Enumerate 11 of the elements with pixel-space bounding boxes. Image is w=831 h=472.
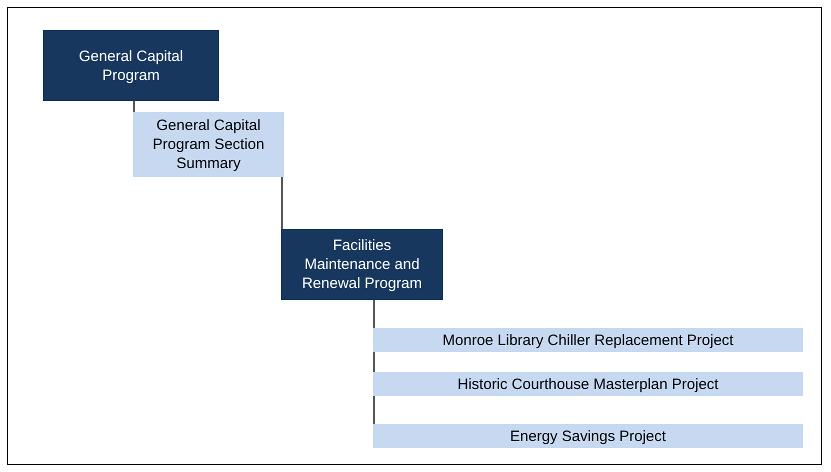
program-box: Facilities Maintenance and Renewal Program (281, 229, 443, 300)
project-box: Energy Savings Project (373, 424, 803, 448)
project-box: General Capital Program Section Summary (133, 112, 284, 177)
program-box: General Capital Program (43, 30, 219, 101)
project-box: Monroe Library Chiller Replacement Project (373, 328, 803, 352)
connector-line (373, 300, 375, 328)
connector-line (133, 101, 135, 112)
connector-line (373, 396, 375, 424)
connector-line (281, 177, 283, 229)
project-box: Historic Courthouse Masterplan Project (373, 372, 803, 396)
connector-line (373, 352, 375, 372)
